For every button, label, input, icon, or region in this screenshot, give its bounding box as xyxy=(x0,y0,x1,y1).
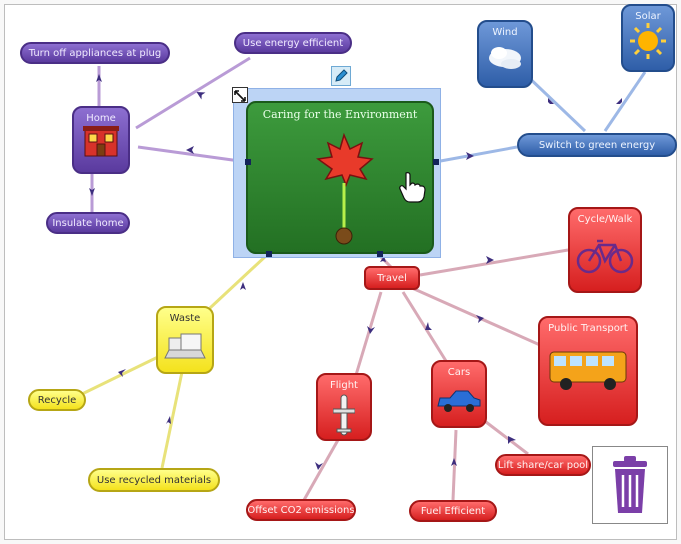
arrow-marker xyxy=(486,256,494,264)
resize-button[interactable] xyxy=(232,87,248,103)
trash-button[interactable] xyxy=(592,446,668,524)
link-waste-recycle xyxy=(79,354,161,397)
arrow-marker xyxy=(367,326,375,334)
arrow-marker xyxy=(548,98,554,104)
node-green-energy[interactable]: Switch to green energy xyxy=(517,133,677,157)
node-label: Solar xyxy=(635,11,661,22)
node-label: Waste xyxy=(169,313,201,324)
sun-icon xyxy=(630,23,666,59)
node-flight[interactable]: Flight xyxy=(316,373,372,441)
arrow-marker xyxy=(466,152,474,160)
wind-icon xyxy=(489,47,521,69)
link-cars-fuel xyxy=(451,429,458,501)
node-home-insulate[interactable]: Insulate home xyxy=(46,212,130,234)
node-home-lights[interactable]: Turn off appliances at plug xyxy=(20,42,170,64)
resize-icon xyxy=(234,90,246,102)
rubbish-pile-icon xyxy=(164,333,206,359)
connection-handle[interactable] xyxy=(245,159,251,165)
bus-icon xyxy=(549,351,627,390)
node-recycle[interactable]: Recycle xyxy=(28,389,86,411)
node-label: Public Transport xyxy=(548,323,628,334)
node-home-energy[interactable]: Use energy efficient xyxy=(234,32,352,54)
node-travel[interactable]: Travel xyxy=(364,266,420,290)
node-label: Lift share/car pool xyxy=(497,459,589,471)
trash-icon xyxy=(613,456,647,513)
node-label: Cars xyxy=(447,367,471,378)
link-travel-cars xyxy=(401,291,448,362)
arrow-marker xyxy=(118,369,126,377)
arrow-marker xyxy=(89,188,95,196)
link-travel-cycle xyxy=(419,248,569,277)
node-cars[interactable]: Cars xyxy=(431,360,487,428)
arrow-marker xyxy=(451,458,457,466)
node-label: Travel xyxy=(377,272,407,284)
arrow-marker xyxy=(616,98,622,104)
node-label: Recycle xyxy=(37,394,77,406)
node-recycled-materials[interactable]: Use recycled materials xyxy=(88,468,220,492)
node-label: Flight xyxy=(330,380,358,391)
house-icon xyxy=(83,126,119,157)
airplane-icon xyxy=(333,394,355,436)
node-offset-co2[interactable]: Offset CO2 emissions xyxy=(246,499,356,521)
node-car-share[interactable]: Lift share/car pool xyxy=(495,454,591,476)
connection-handle[interactable] xyxy=(266,251,272,257)
node-solar[interactable]: Solar xyxy=(621,4,675,72)
link-travel-flight xyxy=(354,291,383,376)
node-label: Fuel Efficient xyxy=(420,505,486,517)
node-label: Wind xyxy=(492,27,518,38)
arrow-marker xyxy=(240,282,246,290)
node-label: Offset CO2 emissions xyxy=(247,504,355,516)
link-travel-public xyxy=(411,286,541,347)
connection-handle[interactable] xyxy=(433,159,439,165)
node-fuel-efficient[interactable]: Fuel Efficient xyxy=(409,500,497,522)
arrow-marker xyxy=(425,322,432,330)
central-node[interactable]: Caring for the Environment xyxy=(246,101,434,254)
arrow-marker xyxy=(186,146,194,154)
hand-cursor-icon xyxy=(399,172,426,203)
pencil-icon xyxy=(335,69,348,82)
arrow-marker xyxy=(166,416,171,424)
node-wind[interactable]: Wind xyxy=(477,20,533,88)
link-flight-offset xyxy=(302,439,340,501)
node-label: Cycle/Walk xyxy=(577,214,633,225)
link-home-energy xyxy=(135,56,251,130)
link-central-energy xyxy=(434,145,518,164)
node-cycle-walk[interactable]: Cycle/Walk xyxy=(568,207,642,293)
link-waste-materials xyxy=(160,371,184,469)
central-node-selection[interactable]: Caring for the Environment xyxy=(233,88,441,258)
arrow-marker xyxy=(508,436,516,444)
arrow-marker xyxy=(96,74,102,82)
node-label: Insulate home xyxy=(52,217,124,229)
node-label: Switch to green energy xyxy=(538,139,656,151)
arrow-marker xyxy=(476,315,484,323)
node-label: Turn off appliances at plug xyxy=(28,47,162,59)
maple-leaf-icon xyxy=(316,133,374,245)
car-icon xyxy=(437,390,481,412)
central-title: Caring for the Environment xyxy=(262,108,418,121)
node-waste[interactable]: Waste xyxy=(156,306,214,374)
link-central-home xyxy=(137,145,248,164)
link-wind-energy xyxy=(521,70,587,133)
link-central-waste xyxy=(208,252,270,310)
link-cars-share xyxy=(485,420,529,456)
node-public-transport[interactable]: Public Transport xyxy=(538,316,638,426)
arrow-marker xyxy=(196,92,206,100)
edit-button[interactable] xyxy=(331,66,351,86)
connection-handle[interactable] xyxy=(377,251,383,257)
arrow-marker xyxy=(315,462,323,470)
bicycle-icon xyxy=(576,239,634,274)
node-label: Use energy efficient xyxy=(242,37,344,49)
node-home[interactable]: Home xyxy=(72,106,130,174)
link-solar-energy xyxy=(603,71,647,132)
node-label: Use recycled materials xyxy=(96,474,212,486)
node-label: Home xyxy=(86,113,116,124)
